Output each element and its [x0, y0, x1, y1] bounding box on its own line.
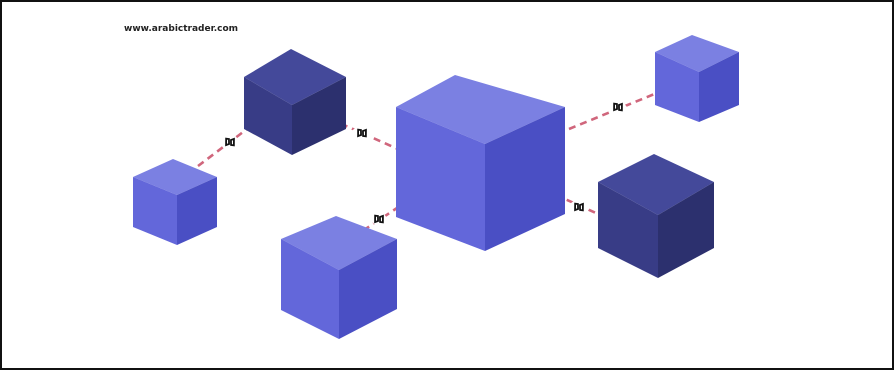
cube-top-face — [133, 159, 217, 195]
cube-right-face — [485, 107, 565, 251]
link-center-to-top-right — [568, 84, 675, 131]
cube-top-face — [396, 75, 565, 144]
cube-left-face — [396, 107, 485, 251]
cube-top-face — [655, 35, 739, 72]
cube-left-face — [133, 177, 177, 245]
chain-link-icon — [368, 208, 390, 230]
cube-left-face — [244, 77, 292, 155]
chain-icons-layer — [219, 96, 629, 230]
cube-left-face — [598, 182, 658, 278]
cube-right-face — [292, 77, 346, 155]
chain-link-icon — [351, 122, 373, 144]
top-right-cube — [655, 35, 739, 122]
cube-right-face — [699, 52, 739, 122]
cube-right-face — [177, 177, 217, 245]
left-cube — [133, 159, 217, 245]
watermark-text: www.arabictrader.com — [124, 24, 239, 34]
bottom-left-cube — [281, 216, 397, 339]
chain-link-icon — [568, 196, 590, 218]
cube-top-face — [244, 49, 346, 105]
cube-top-face — [598, 154, 714, 215]
chain-link-icon — [607, 96, 629, 118]
cube-left-face — [655, 52, 699, 122]
cube-left-face — [281, 239, 339, 339]
cube-top-face — [281, 216, 397, 270]
chain-link-icon — [219, 131, 241, 153]
top-left-dark-cube — [244, 49, 346, 155]
cube-right-face — [658, 182, 714, 278]
cube-right-face — [339, 239, 397, 339]
right-dark-cube — [598, 154, 714, 278]
center-cube — [396, 75, 565, 251]
